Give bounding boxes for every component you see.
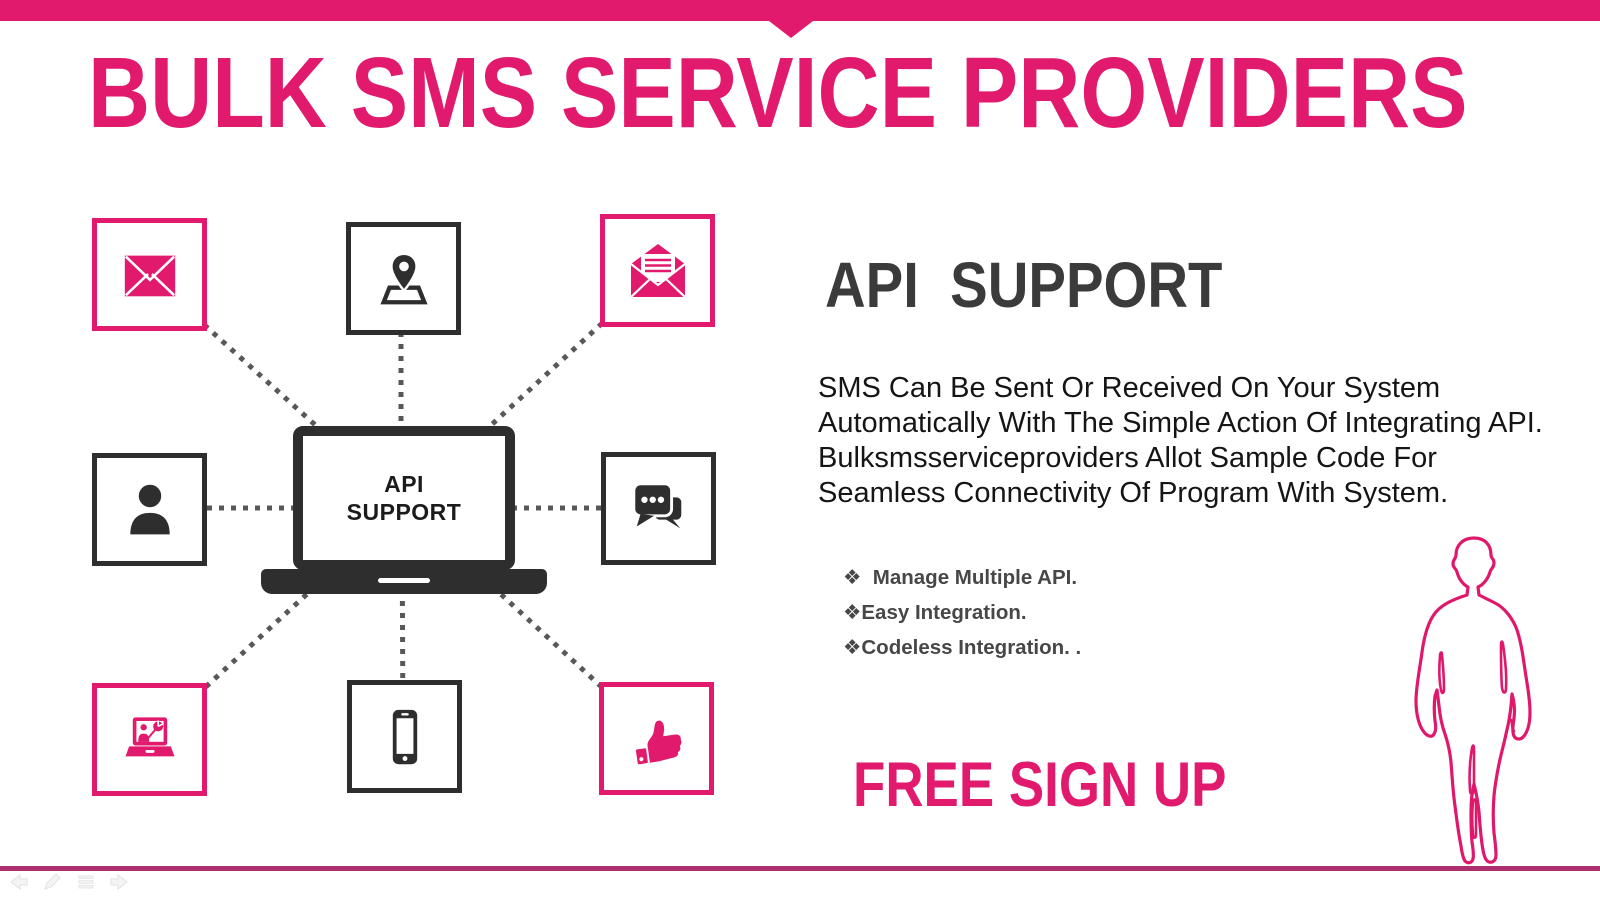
open-envelope-letter-icon	[629, 243, 686, 298]
top-accent-bar	[0, 0, 1600, 21]
section-paragraph: SMS Can Be Sent Or Received On Your Syst…	[818, 372, 1543, 509]
laptop-base	[261, 569, 547, 594]
feature-item: ❖Codeless Integration. .	[843, 636, 1082, 659]
walking-man-outline	[1414, 536, 1532, 865]
laptop-notch	[378, 578, 430, 583]
closed-envelope-icon	[124, 255, 175, 296]
section-heading: API SUPPORT	[825, 249, 1223, 321]
previous-slide-arrow-icon[interactable]	[8, 872, 28, 892]
free-sign-up-text: FREE SIGN UP	[853, 750, 1227, 820]
slide-menu-icon[interactable]	[76, 872, 96, 892]
laptop-label: API SUPPORT	[346, 471, 462, 525]
top-accent-triangle	[769, 21, 813, 38]
smartphone-icon	[392, 709, 417, 764]
diagram-box-inbox	[600, 214, 715, 327]
slideshow-controls	[8, 872, 130, 892]
pen-tool-icon[interactable]	[42, 872, 62, 892]
map-location-pin-icon	[379, 252, 428, 304]
feature-list: ❖ Manage Multiple API. ❖Easy Integration…	[843, 560, 1081, 665]
feature-item: ❖Easy Integration.	[843, 601, 1027, 624]
laptop-screen: API SUPPORT	[293, 426, 515, 570]
page-title: BULK SMS SERVICE PROVIDERS	[88, 37, 1468, 149]
diagram-box-chat	[601, 452, 716, 565]
diagram-box-like	[599, 682, 714, 795]
diagram-box-user	[92, 453, 207, 566]
diagram-box-location	[346, 222, 461, 335]
presentation-laptop-icon	[125, 716, 174, 756]
feature-item: ❖ Manage Multiple API.	[843, 566, 1078, 589]
chat-bubbles-icon	[631, 481, 681, 528]
diagram-box-presentation	[92, 683, 207, 796]
user-icon	[129, 484, 170, 534]
next-slide-arrow-icon[interactable]	[110, 872, 130, 892]
diagram-box-mobile	[347, 680, 462, 793]
thumbs-up-icon	[635, 720, 681, 764]
bottom-accent-line	[0, 866, 1600, 871]
diagram-box-email	[92, 218, 207, 331]
